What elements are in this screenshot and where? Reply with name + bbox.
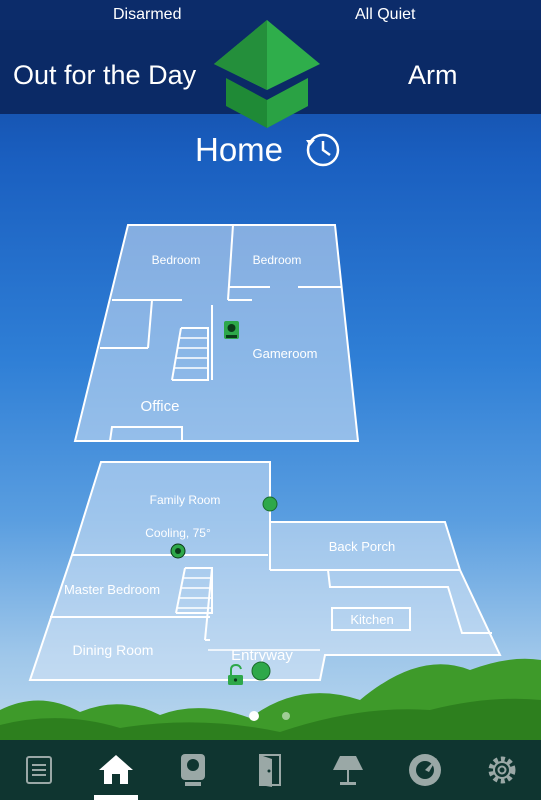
- room-label-office[interactable]: Office: [141, 398, 180, 415]
- grass-background: [0, 658, 541, 750]
- camera-icon: [181, 754, 206, 786]
- mode-button[interactable]: Out for the Day: [13, 60, 197, 90]
- tab-thermostat[interactable]: [386, 740, 463, 800]
- entryway-sensor-icon[interactable]: [251, 661, 271, 681]
- upper-floor[interactable]: Bedroom Bedroom Gameroom Office: [73, 224, 360, 442]
- room-label-family-room[interactable]: Family Room: [150, 493, 221, 507]
- lamp-icon: [332, 756, 363, 785]
- tab-settings[interactable]: [464, 740, 541, 800]
- door-icon: [259, 754, 282, 787]
- room-label-entryway[interactable]: Entryway: [231, 647, 293, 664]
- thermostat-device-icon[interactable]: [170, 543, 186, 559]
- tab-door[interactable]: [232, 740, 309, 800]
- room-label-back-porch[interactable]: Back Porch: [329, 539, 395, 554]
- page-indicator: [0, 708, 541, 724]
- bottom-tab-bar: [0, 740, 541, 800]
- tab-camera[interactable]: [155, 740, 232, 800]
- page-title: Home: [195, 131, 284, 168]
- room-label-bedroom-1[interactable]: Bedroom: [152, 253, 201, 267]
- room-label-dining-room[interactable]: Dining Room: [73, 642, 154, 658]
- unlocked-lock-icon[interactable]: [228, 663, 243, 685]
- gear-icon: [488, 756, 516, 784]
- history-icon[interactable]: [304, 130, 342, 168]
- tab-lamp[interactable]: [309, 740, 386, 800]
- room-label-bedroom-2[interactable]: Bedroom: [253, 253, 302, 267]
- tab-list[interactable]: [0, 740, 77, 800]
- sensor-status: All Quiet: [355, 6, 416, 23]
- room-label-kitchen[interactable]: Kitchen: [350, 612, 393, 627]
- camera-device-icon[interactable]: [224, 321, 239, 339]
- lower-floor[interactable]: Family Room Cooling, 75° Back Porch Mast…: [28, 461, 502, 685]
- family-room-sensor-icon[interactable]: [262, 496, 278, 512]
- room-label-gameroom[interactable]: Gameroom: [252, 346, 317, 361]
- tab-home[interactable]: [77, 740, 154, 800]
- page-dot[interactable]: [282, 712, 290, 720]
- list-icon: [25, 756, 52, 784]
- arm-button[interactable]: Arm: [408, 60, 458, 90]
- home-icon: [98, 755, 133, 784]
- arm-status: Disarmed: [113, 6, 182, 23]
- thermostat-icon: [409, 754, 442, 786]
- page-dot-active[interactable]: [249, 711, 259, 721]
- room-label-master-bedroom[interactable]: Master Bedroom: [64, 582, 160, 597]
- thermostat-status: Cooling, 75°: [145, 526, 211, 540]
- house-logo-icon: [214, 20, 320, 128]
